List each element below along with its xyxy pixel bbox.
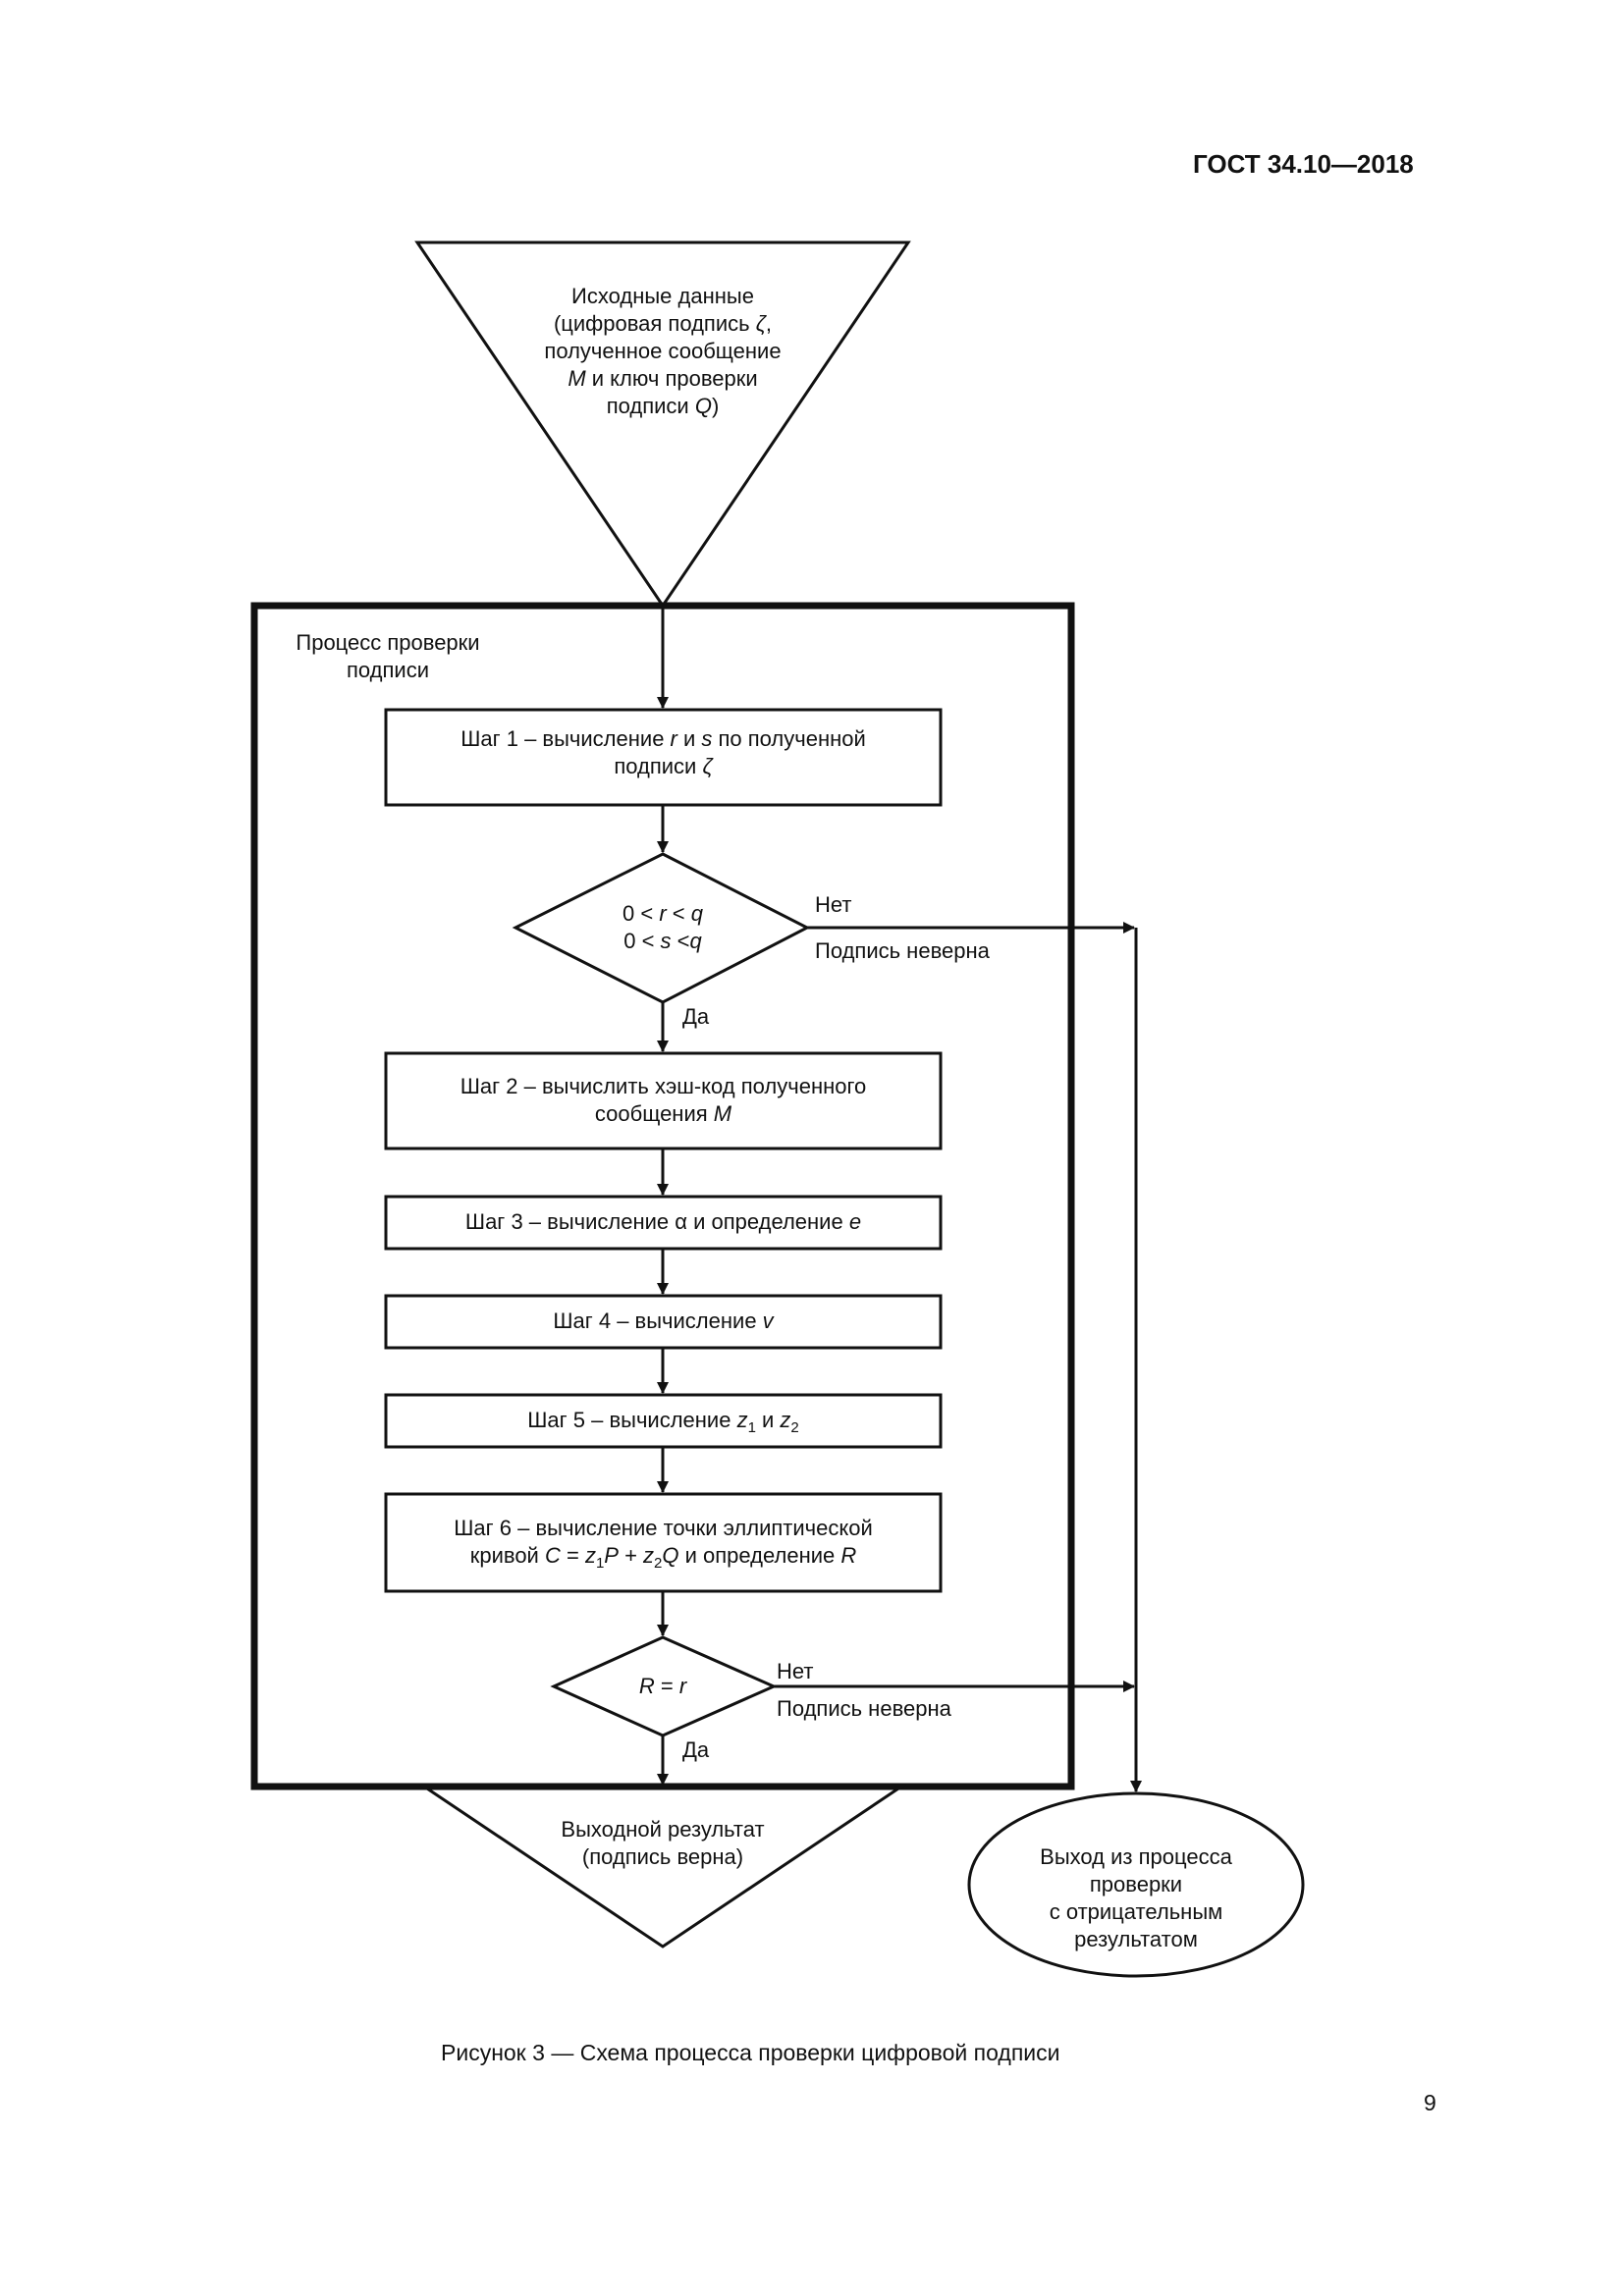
step2-text: Шаг 2 – вычислить хэш-код полученного со…	[460, 1074, 867, 1126]
start-text: Исходные данные (цифровая подпись ζ, пол…	[501, 283, 825, 420]
figure-caption: Рисунок 3 — Схема процесса проверки цифр…	[441, 2040, 1060, 2065]
decision1-no-label: Нет	[815, 892, 852, 917]
step5-text: Шаг 5 – вычисление z1 и z2	[527, 1408, 799, 1436]
decision2-no-label: Нет	[777, 1659, 814, 1683]
step4-text: Шаг 4 – вычисление v	[553, 1308, 774, 1333]
step6-text: Шаг 6 – вычисление точки эллиптической к…	[454, 1516, 873, 1572]
document-id: ГОСТ 34.10—2018	[1193, 149, 1414, 179]
result-text: Выходной результат (подпись верна)	[561, 1817, 765, 1869]
start-line-4: M и ключ проверки	[568, 366, 758, 391]
decision1-invalid-label: Подпись неверна	[815, 938, 990, 963]
process-title: Процесс проверки подписи	[296, 630, 480, 682]
exit-text: Выход из процесса проверки с отрицательн…	[1040, 1844, 1232, 1951]
step1-text: Шаг 1 – вычисление r и s по полученной п…	[460, 726, 866, 778]
start-line-5: подписи Q)	[606, 394, 720, 418]
decision2-text: R = r	[638, 1674, 687, 1698]
decision2-yes-label: Да	[682, 1737, 710, 1762]
exit-ellipse	[967, 1791, 1305, 1978]
decision2-invalid-label: Подпись неверна	[777, 1696, 951, 1721]
page-number: 9	[1424, 2090, 1436, 2115]
result-triangle	[419, 1785, 906, 1949]
start-line-2: (цифровая подпись ζ,	[553, 311, 773, 336]
step3-text: Шаг 3 – вычисление α и определение e	[464, 1209, 862, 1234]
start-triangle	[414, 240, 911, 609]
decision1-yes-label: Да	[682, 1004, 710, 1029]
start-line-3: полученное сообщение	[544, 339, 782, 363]
decision1-text: 0 < r < q 0 < s <q	[623, 901, 703, 953]
start-line-1: Исходные данные	[571, 284, 754, 308]
